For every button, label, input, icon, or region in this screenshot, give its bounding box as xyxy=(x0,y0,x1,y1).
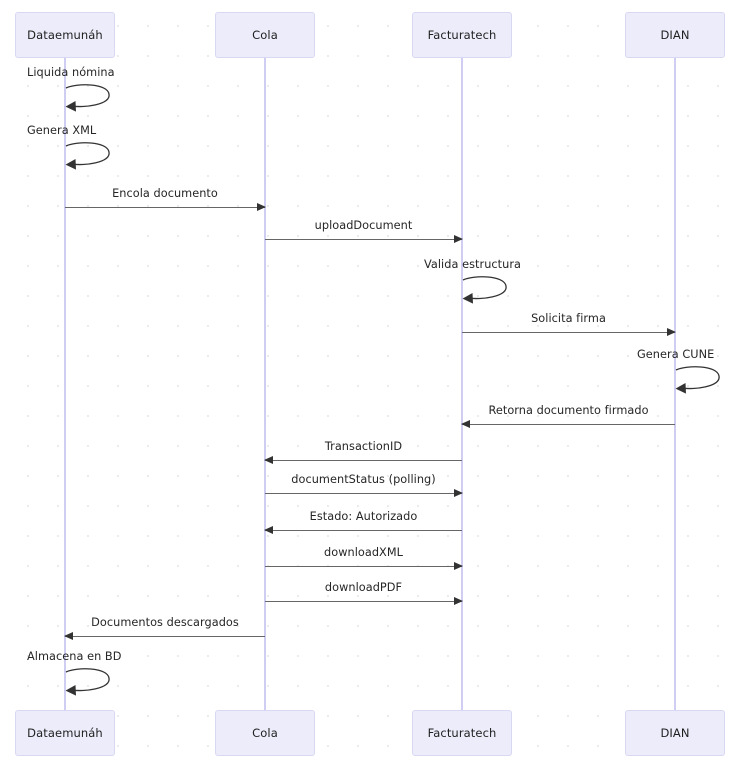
participant-box-header-cola[interactable]: Cola xyxy=(215,12,315,58)
self-loop-arrow-icon xyxy=(65,84,110,112)
lifeline-dian xyxy=(674,58,676,710)
arrow-line xyxy=(265,601,462,603)
arrow-line xyxy=(462,424,675,426)
self-loop-arrow-icon xyxy=(65,142,110,170)
participant-label: DIAN xyxy=(660,726,690,740)
participant-label: DIAN xyxy=(660,28,690,42)
arrow-line xyxy=(265,493,462,495)
arrow-line xyxy=(265,460,462,462)
self-message-5[interactable]: Valida estructura xyxy=(424,258,521,308)
message-label: Documentos descargados xyxy=(91,616,239,629)
participant-box-footer-facturatech[interactable]: Facturatech xyxy=(412,710,512,756)
message-label: Encola documento xyxy=(112,187,218,200)
message-label: Liquida nómina xyxy=(27,66,115,79)
arrowhead-icon xyxy=(454,234,463,243)
arrow-line xyxy=(265,239,462,241)
participant-label: Dataemunáh xyxy=(27,28,103,42)
lifeline-cola xyxy=(264,58,266,710)
self-loop-arrow-icon xyxy=(65,668,110,696)
message-label: Retorna documento firmado xyxy=(488,404,649,417)
message-label: Estado: Autorizado xyxy=(309,510,418,523)
arrow-line xyxy=(65,636,265,638)
arrowhead-icon xyxy=(454,488,463,497)
arrowhead-icon xyxy=(264,525,273,534)
arrowhead-icon xyxy=(264,455,273,464)
message-label: downloadPDF xyxy=(324,581,403,594)
arrow-line xyxy=(462,332,675,334)
message-label: Solicita firma xyxy=(531,312,606,325)
arrowhead-icon xyxy=(461,419,470,428)
message-label: Genera XML xyxy=(27,124,97,137)
participant-box-footer-dataemunah[interactable]: Dataemunáh xyxy=(15,710,115,756)
arrow-line xyxy=(265,530,462,532)
lifeline-dataemunah xyxy=(64,58,66,710)
lifeline-facturatech xyxy=(461,58,463,710)
self-message-15[interactable]: Almacena en BD xyxy=(27,650,121,700)
message-label: uploadDocument xyxy=(314,219,413,232)
arrowhead-icon xyxy=(667,327,676,336)
message-label: TransactionID xyxy=(324,440,403,453)
participant-box-footer-dian[interactable]: DIAN xyxy=(625,710,725,756)
self-message-2[interactable]: Genera XML xyxy=(27,124,121,174)
participant-label: Cola xyxy=(252,726,278,740)
arrowhead-icon xyxy=(257,202,266,211)
arrow-line xyxy=(65,207,265,209)
message-label: Almacena en BD xyxy=(27,650,122,663)
message-label: Valida estructura xyxy=(424,258,522,271)
self-message-7[interactable]: Genera CUNE xyxy=(637,348,731,398)
message-label: Genera CUNE xyxy=(637,348,715,361)
self-message-1[interactable]: Liquida nómina xyxy=(27,66,121,116)
participant-label: Cola xyxy=(252,28,278,42)
arrow-line xyxy=(265,566,462,568)
message-label: documentStatus (polling) xyxy=(291,473,436,486)
participant-label: Facturatech xyxy=(427,726,497,740)
participant-box-header-dian[interactable]: DIAN xyxy=(625,12,725,58)
self-loop-arrow-icon xyxy=(462,276,507,304)
participant-box-footer-cola[interactable]: Cola xyxy=(215,710,315,756)
participant-box-header-facturatech[interactable]: Facturatech xyxy=(412,12,512,58)
arrowhead-icon xyxy=(454,596,463,605)
participant-label: Facturatech xyxy=(427,28,497,42)
arrowhead-icon xyxy=(454,561,463,570)
arrowhead-icon xyxy=(64,631,73,640)
self-loop-arrow-icon xyxy=(675,366,720,394)
message-label: downloadXML xyxy=(324,546,403,559)
participant-label: Dataemunáh xyxy=(27,726,103,740)
participant-box-header-dataemunah[interactable]: Dataemunáh xyxy=(15,12,115,58)
